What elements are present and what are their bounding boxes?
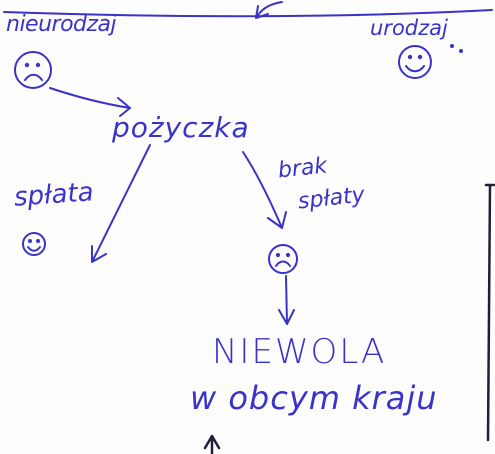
happy-face-icon [22,232,46,256]
label-slavery-2: w obcym kraju [190,379,438,417]
bottom-arrow-stub [203,434,221,454]
happy-face-icon [398,45,432,79]
arrow-to-repayment [91,144,151,263]
sad-face-icon [14,51,52,89]
label-no-repayment-1: brak [276,153,329,184]
label-good-harvest: urodzaj [370,16,448,40]
arrow-to-no-repayment [242,151,287,229]
right-edge-line [486,183,492,442]
label-bad-harvest: nieurodzaj [6,12,117,37]
dot-mark [450,44,454,48]
label-loan: pożyczka [112,111,250,144]
sad-face-icon [268,244,298,274]
dot-mark [459,49,463,53]
label-slavery-1: NIEWOLA [212,332,387,372]
arrow-to-loan [49,87,131,117]
label-repayment: spłata [13,177,95,213]
top-divider-line [3,9,493,18]
arrow-to-slavery [278,275,295,325]
top-curve-arrow [255,1,283,19]
